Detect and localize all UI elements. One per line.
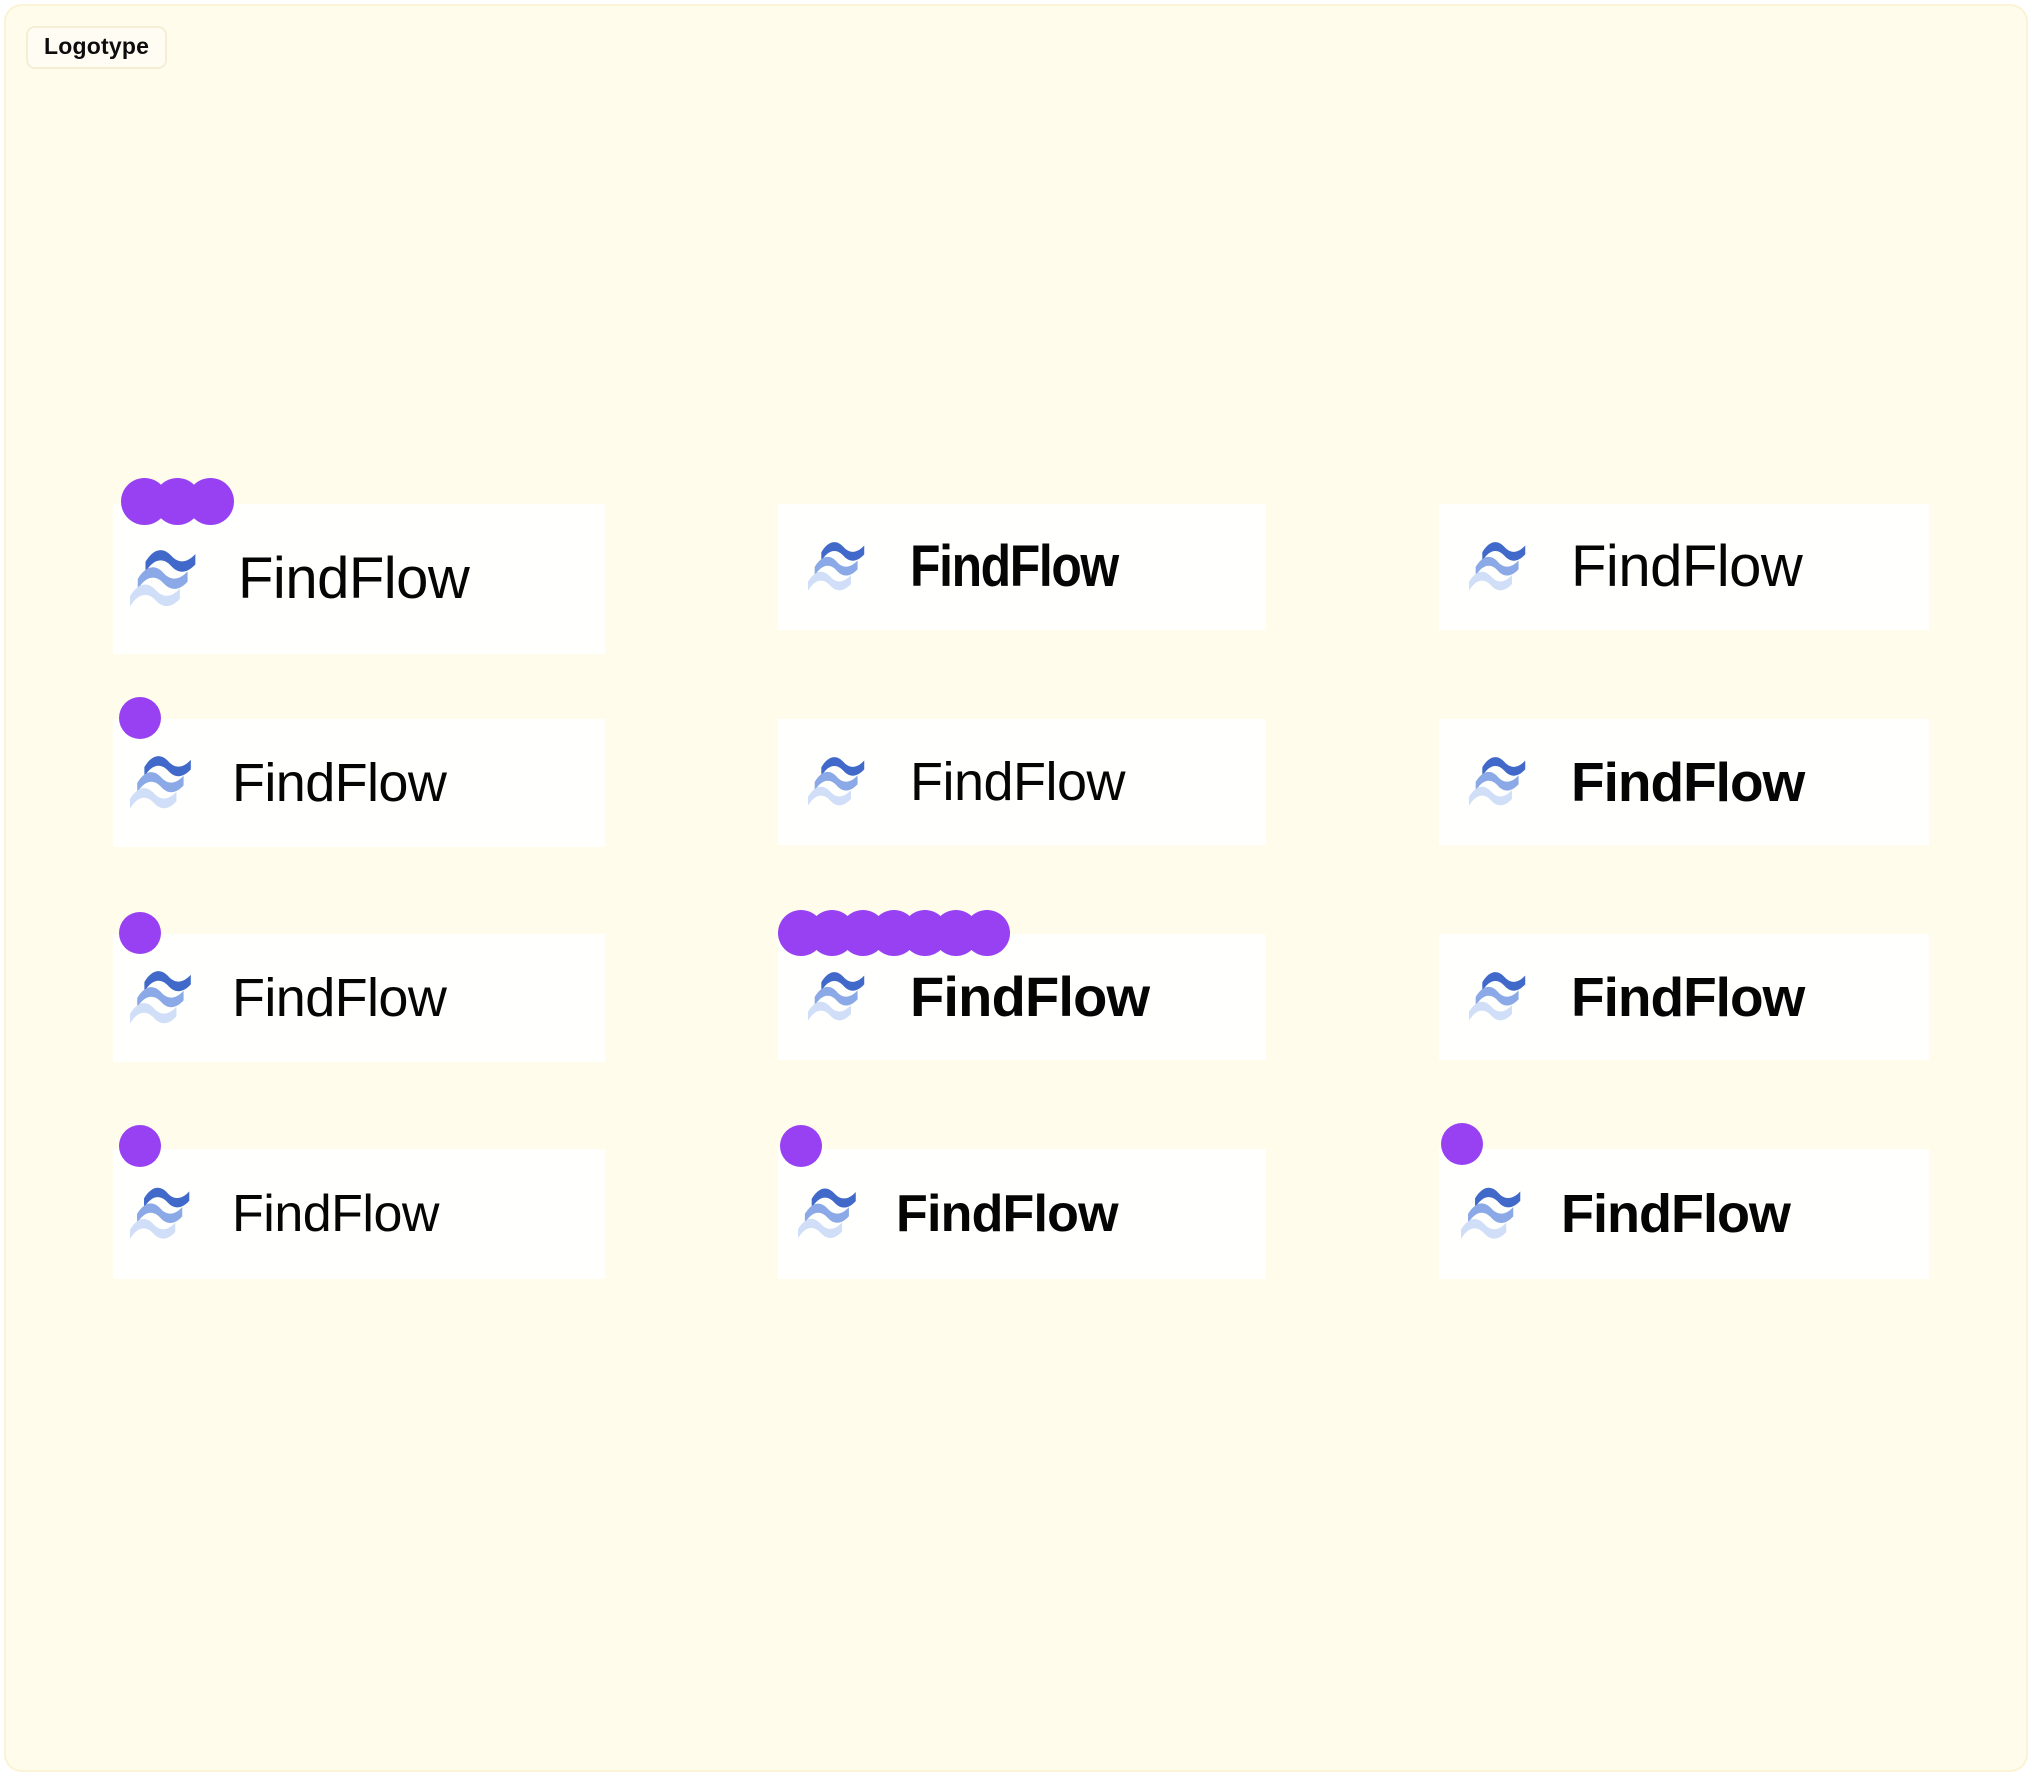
wave-layer-2 bbox=[1475, 771, 1519, 791]
wave-layer-1 bbox=[1482, 542, 1526, 562]
wave-flow-mark bbox=[1469, 972, 1526, 1021]
logo-variant-tile-v4[interactable]: FindFlow bbox=[113, 697, 605, 847]
logo-variant-tile-v1[interactable]: FindFlow bbox=[113, 478, 605, 654]
logo-variant-cell: FindFlow bbox=[113, 478, 605, 654]
wave-flow-mark bbox=[1469, 542, 1526, 591]
wave-layer-2 bbox=[1475, 556, 1519, 576]
wave-layer-1 bbox=[1475, 1187, 1521, 1208]
wave-layer-3 bbox=[1469, 786, 1512, 806]
wave-flow-mark bbox=[1469, 757, 1526, 806]
logo-grid-row: FindFlow FindFlow FindFlow bbox=[113, 697, 1933, 934]
wave-layer-1 bbox=[144, 756, 191, 777]
logo-variant-cell: FindFlow bbox=[778, 910, 1266, 1060]
wave-flow-mark bbox=[1461, 1187, 1521, 1239]
logo-variant-tile-v5[interactable]: FindFlow bbox=[778, 719, 1266, 845]
logo-variant-tile-v9[interactable]: FindFlow bbox=[1439, 934, 1929, 1060]
accent-dot bbox=[121, 478, 168, 525]
wave-layer-1 bbox=[811, 1188, 856, 1208]
logo-variant-cell: FindFlow bbox=[778, 1125, 1266, 1279]
wave-layer-1 bbox=[821, 542, 865, 562]
wave-flow-mark bbox=[798, 1188, 856, 1239]
wordmark-text: FindFlow bbox=[910, 965, 1150, 1028]
wave-layer-3 bbox=[1469, 1001, 1512, 1021]
wave-layer-2 bbox=[814, 986, 858, 1006]
wave-layer-2 bbox=[137, 567, 188, 590]
logo-variant-cell: FindFlow bbox=[1439, 1123, 1929, 1279]
wave-layer-3 bbox=[1469, 571, 1512, 591]
logo-variant-tile-v6[interactable]: FindFlow bbox=[1439, 719, 1929, 845]
logo-grid-row: FindFlow FindFlow FindFlow bbox=[113, 478, 1933, 719]
wave-layer-3 bbox=[808, 571, 851, 591]
logo-variant-tile-v11[interactable]: FindFlow bbox=[778, 1125, 1266, 1279]
wave-flow-mark bbox=[808, 972, 865, 1021]
logo-variant-tile-v10[interactable]: FindFlow bbox=[113, 1125, 605, 1279]
logo-variant-tile-v8[interactable]: FindFlow bbox=[778, 910, 1266, 1060]
logo-variant-cell: FindFlow bbox=[1439, 504, 1929, 630]
wave-layer-3 bbox=[130, 584, 180, 607]
logo-variant-tile-v3[interactable]: FindFlow bbox=[1439, 504, 1929, 630]
wave-layer-2 bbox=[1475, 986, 1519, 1006]
wave-layer-3 bbox=[808, 786, 851, 806]
wave-layer-3 bbox=[130, 788, 177, 809]
wave-flow-mark bbox=[130, 756, 191, 809]
wordmark-text: FindFlow bbox=[1571, 965, 1805, 1028]
logo-variant-cell: FindFlow bbox=[778, 504, 1266, 630]
wave-layer-1 bbox=[144, 1187, 190, 1208]
accent-dot bbox=[154, 478, 201, 525]
wordmark-text: FindFlow bbox=[910, 534, 1119, 599]
wave-flow-mark bbox=[130, 971, 191, 1024]
wave-layer-2 bbox=[137, 1203, 183, 1224]
wave-layer-3 bbox=[130, 1218, 176, 1239]
wave-layer-1 bbox=[1482, 757, 1526, 777]
wave-layer-2 bbox=[137, 987, 184, 1008]
wave-layer-3 bbox=[808, 1001, 851, 1021]
logo-variant-cell: FindFlow bbox=[113, 697, 605, 847]
wordmark-text: FindFlow bbox=[910, 752, 1126, 812]
wave-layer-3 bbox=[130, 1003, 177, 1024]
wave-layer-3 bbox=[798, 1218, 843, 1239]
logo-variant-tile-v2[interactable]: FindFlow bbox=[778, 504, 1266, 630]
wordmark-text: FindFlow bbox=[232, 968, 447, 1028]
wordmark-text: FindFlow bbox=[232, 753, 447, 813]
wordmark-text: FindFlow bbox=[232, 1185, 439, 1243]
wave-layer-1 bbox=[145, 550, 196, 573]
logo-variant-cell: FindFlow bbox=[113, 1125, 605, 1279]
wave-layer-2 bbox=[804, 1203, 849, 1224]
accent-dot bbox=[187, 478, 234, 525]
wave-layer-2 bbox=[1468, 1203, 1514, 1224]
wordmark-text: FindFlow bbox=[1571, 534, 1803, 599]
wave-flow-mark bbox=[808, 757, 865, 806]
wave-layer-1 bbox=[821, 757, 865, 777]
wave-layer-2 bbox=[814, 556, 858, 576]
wordmark-text: FindFlow bbox=[238, 546, 470, 611]
wave-layer-3 bbox=[1461, 1218, 1507, 1239]
logo-variant-tile-v12[interactable]: FindFlow bbox=[1439, 1123, 1929, 1279]
frame-label-badge[interactable]: Logotype bbox=[26, 26, 168, 69]
logo-grid-row: FindFlow FindFlow FindFlow bbox=[113, 910, 1933, 1149]
logo-variant-tile-v7[interactable]: FindFlow bbox=[113, 912, 605, 1062]
wave-layer-2 bbox=[814, 771, 858, 791]
logo-variant-cell: FindFlow bbox=[778, 719, 1266, 845]
wave-flow-mark bbox=[808, 542, 865, 591]
wordmark-text: FindFlow bbox=[1571, 750, 1805, 813]
logo-grid-row: FindFlow FindFlow FindFlow bbox=[113, 1123, 1933, 1364]
wave-layer-1 bbox=[144, 971, 191, 992]
logo-variant-cell: FindFlow bbox=[1439, 934, 1929, 1060]
wave-layer-1 bbox=[1482, 972, 1526, 992]
wordmark-text: FindFlow bbox=[1561, 1184, 1791, 1244]
logo-variant-cell: FindFlow bbox=[1439, 719, 1929, 845]
wave-flow-mark bbox=[130, 550, 196, 607]
wave-flow-mark bbox=[130, 1187, 190, 1239]
wordmark-text: FindFlow bbox=[896, 1185, 1119, 1243]
logo-variant-cell: FindFlow bbox=[113, 912, 605, 1062]
accent-dot-cluster bbox=[121, 478, 234, 525]
wave-layer-2 bbox=[137, 772, 184, 793]
wave-layer-1 bbox=[821, 972, 865, 992]
